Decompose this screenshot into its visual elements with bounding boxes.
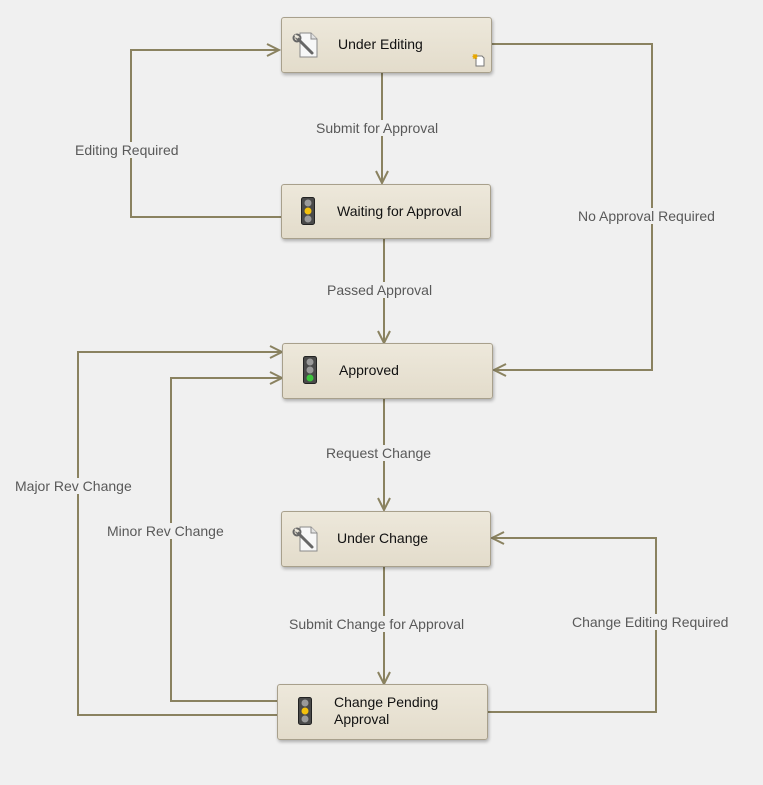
transition-label-change-editing-required[interactable]: Change Editing Required	[572, 614, 729, 630]
connector-editing-required[interactable]	[130, 49, 281, 218]
traffic-light-yellow-icon	[298, 697, 312, 730]
state-label-under-change: Under Change	[337, 530, 429, 546]
transition-label-passed-approval[interactable]: Passed Approval	[327, 282, 433, 298]
state-label-approved: Approved	[339, 362, 399, 378]
connector-no-approval-required[interactable]	[491, 43, 653, 371]
state-label-change-pending-line1: Change Pending	[334, 694, 439, 710]
state-waiting-for-approval[interactable]: Waiting for Approval	[281, 184, 491, 239]
wrench-document-icon	[292, 30, 322, 65]
state-label-waiting-for-approval: Waiting for Approval	[337, 203, 462, 219]
transition-label-editing-required[interactable]: Editing Required	[75, 142, 179, 158]
transition-label-major-rev-change[interactable]: Major Rev Change	[15, 478, 132, 494]
state-under-editing[interactable]: Under Editing	[281, 17, 492, 73]
transition-label-submit-for-approval[interactable]: Submit for Approval	[316, 120, 439, 136]
new-document-icon	[472, 53, 486, 72]
state-approved[interactable]: Approved	[282, 343, 493, 399]
traffic-light-yellow-icon	[301, 197, 315, 230]
state-change-pending-approval[interactable]: Change Pending Approval	[277, 684, 488, 740]
transition-label-submit-change-for-approval[interactable]: Submit Change for Approval	[289, 616, 465, 632]
transition-label-minor-rev-change[interactable]: Minor Rev Change	[107, 523, 224, 539]
transition-label-request-change[interactable]: Request Change	[326, 445, 432, 461]
connector-minor-rev-change[interactable]	[170, 377, 282, 702]
state-under-change[interactable]: Under Change	[281, 511, 491, 567]
transition-label-no-approval-required[interactable]: No Approval Required	[578, 208, 715, 224]
state-label-under-editing: Under Editing	[338, 36, 423, 52]
traffic-light-green-icon	[303, 356, 317, 389]
connector-major-rev-change[interactable]	[77, 351, 282, 716]
state-label-change-pending-line2: Approval	[334, 711, 390, 727]
wrench-document-icon	[292, 524, 322, 559]
